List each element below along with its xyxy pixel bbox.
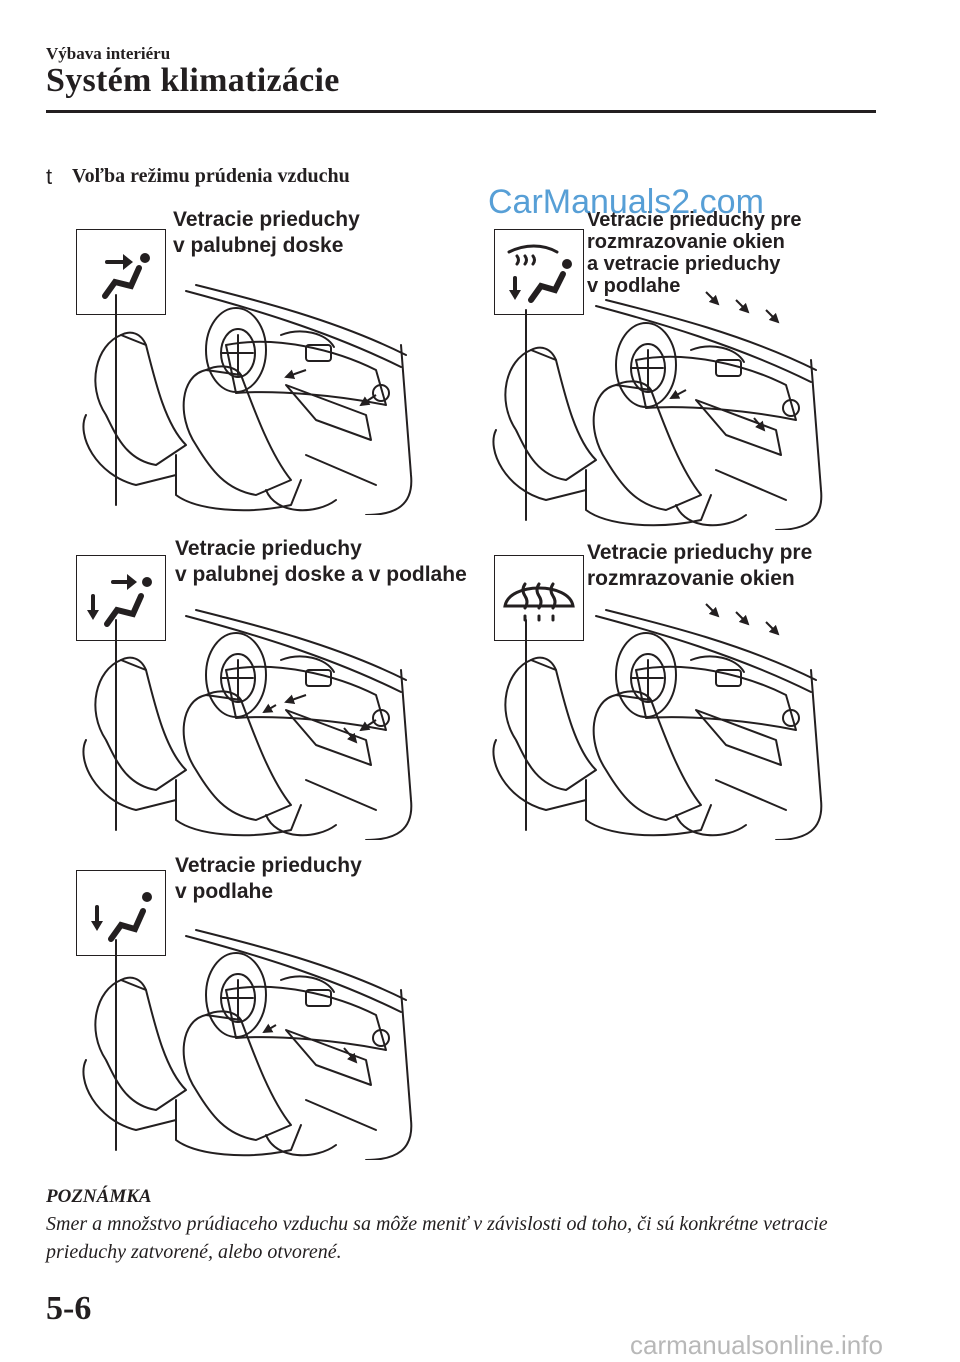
scene-defrost-floor <box>486 290 826 530</box>
header-rule <box>46 110 876 113</box>
scene-face-vents <box>76 275 416 515</box>
page-number: 5-6 <box>46 1290 92 1327</box>
mode-label-bilevel: Vetracie prieduchy v palubnej doske a v … <box>175 537 467 586</box>
note-title: POZNÁMKA <box>46 1186 152 1207</box>
face-vent-icon <box>76 229 166 315</box>
mode-label-defrost-floor: Vetracie prieduchy pre rozmrazovanie oki… <box>587 209 802 297</box>
bullet-glyph: t <box>46 164 53 189</box>
scene-bilevel <box>76 600 416 840</box>
defrost-floor-icon <box>494 229 584 315</box>
windshield-defrost-icon <box>494 555 584 641</box>
watermark-bottom: carmanualsonline.info <box>630 1330 883 1360</box>
bilevel-vent-icon <box>76 555 166 641</box>
mode-label-floor: Vetracie prieduchy v podlahe <box>175 854 362 903</box>
section-label: Výbava interiéru <box>46 44 171 63</box>
chapter-title: Systém klimatizácie <box>46 62 340 99</box>
mode-label-face: Vetracie prieduchy v palubnej doske <box>173 208 360 257</box>
mode-label-defrost: Vetracie prieduchy pre rozmrazovanie oki… <box>587 541 813 590</box>
scene-defrost <box>486 600 826 840</box>
note-text: Smer a množstvo prúdiaceho vzduchu sa mô… <box>46 1213 828 1263</box>
section-heading: Voľba režimu prúdenia vzduchu <box>72 165 350 187</box>
floor-vent-icon <box>76 870 166 956</box>
scene-floor <box>76 920 416 1160</box>
watermark-top: CarManuals2.com <box>488 183 764 221</box>
